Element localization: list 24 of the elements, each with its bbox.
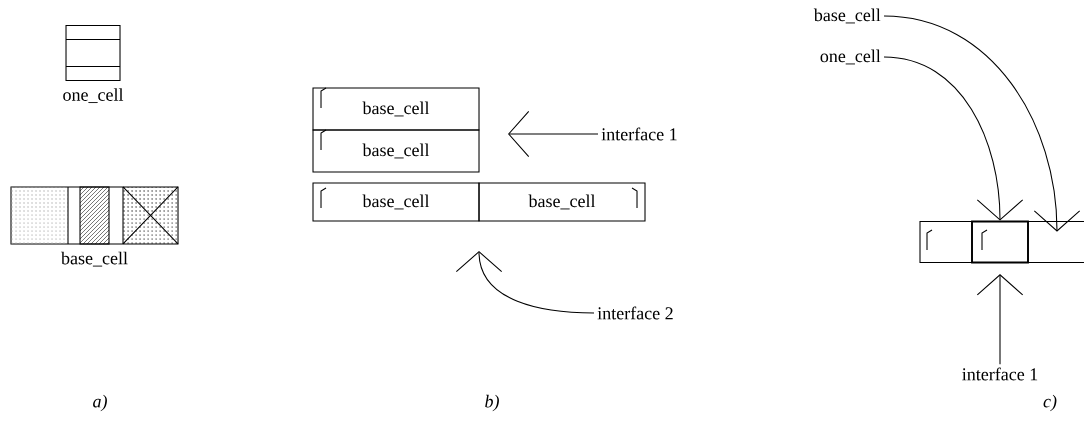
panel-label: c) (1043, 394, 1057, 412)
label-text: interface 2 (597, 306, 673, 320)
label-text: interface 1 (601, 127, 677, 141)
arrow (883, 56, 1024, 221)
cell: base_cell (312, 182, 480, 222)
label-text: one_cell (820, 49, 881, 65)
node-label: one_cell (63, 88, 124, 104)
empty-cell (971, 220, 1029, 264)
label-text: interface 1 (962, 367, 1038, 381)
patterned-cell-icon (79, 186, 110, 245)
empty-cell (1027, 220, 1084, 264)
label-text: base_cell (813, 8, 881, 24)
panel-label: a) (93, 394, 107, 412)
cell: base_cell (478, 182, 646, 222)
panel-label: b) (485, 394, 499, 412)
arrow (455, 251, 595, 314)
striped-cell-icon (65, 24, 121, 82)
patterned-cell-icon (10, 186, 179, 245)
cell: base_cell (312, 87, 480, 131)
empty-cell (919, 220, 973, 264)
cell: base_cell (312, 129, 480, 173)
node-label: base_cell (61, 251, 128, 267)
patterned-cell-icon (122, 186, 179, 245)
arrow (883, 15, 1081, 232)
